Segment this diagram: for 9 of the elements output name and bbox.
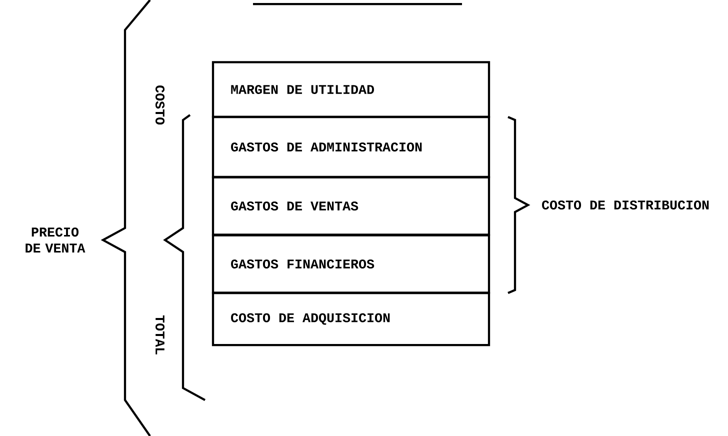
side-label: COSTO DE DISTRIBUCION bbox=[542, 200, 709, 210]
vertical-label: COSTO bbox=[155, 86, 165, 125]
table-row: GASTOS DE ADMINISTRACION bbox=[212, 116, 490, 178]
table-row: GASTOS FINANCIEROS bbox=[212, 234, 490, 294]
side-label: PRECIO DE VENTA bbox=[26, 228, 86, 252]
table-row: GASTOS DE VENTAS bbox=[212, 176, 490, 236]
table-row: COSTO DE ADQUISICION bbox=[212, 292, 490, 346]
table-row: MARGEN DE UTILIDAD bbox=[212, 61, 490, 118]
vertical-label: TOTAL bbox=[155, 315, 165, 354]
